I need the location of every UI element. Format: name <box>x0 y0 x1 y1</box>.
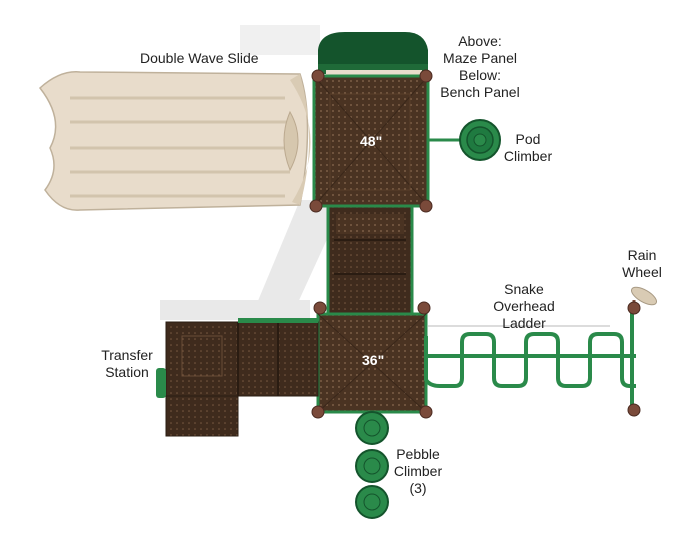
lower-deck-height: 36" <box>362 352 385 368</box>
transfer-station <box>156 318 319 437</box>
label-pebble-line2: Climber <box>393 463 443 479</box>
connecting-stairs <box>326 204 414 316</box>
label-pebble-climber: Pebble Climber (3) <box>387 446 449 497</box>
snake-overhead-ladder <box>424 312 636 410</box>
label-maze-line4: Bench Panel <box>440 84 520 100</box>
label-snake-ladder: Snake Overhead Ladder <box>484 281 564 332</box>
label-maze-line1: Above: <box>458 33 502 49</box>
posts <box>309 69 641 419</box>
label-snake-line2: Overhead <box>493 298 555 314</box>
label-pod-climber: Pod Climber <box>498 131 558 165</box>
label-double-wave-slide: Double Wave Slide <box>140 50 259 66</box>
label-pebble-line1: Pebble <box>396 446 440 462</box>
double-wave-slide <box>38 71 311 211</box>
upper-deck-height: 48" <box>360 133 383 149</box>
label-snake-line1: Snake <box>504 281 544 297</box>
label-transfer-station: Transfer Station <box>94 347 160 381</box>
label-pod-line1: Pod <box>515 131 541 147</box>
label-maze-line2: Maze Panel <box>443 50 517 66</box>
label-rain-line1: Rain <box>627 247 657 263</box>
label-pod-line2: Climber <box>503 148 553 164</box>
ground-shadows <box>160 25 345 320</box>
label-rain-line2: Wheel <box>622 264 662 280</box>
label-rain-wheel: Rain Wheel <box>614 247 670 281</box>
label-transfer-line1: Transfer <box>101 347 153 363</box>
pebble-climbers <box>355 411 389 519</box>
label-maze-panel: Above: Maze Panel Below: Bench Panel <box>432 33 528 101</box>
maze-panel-roof <box>318 32 428 80</box>
label-pebble-line3: (3) <box>409 480 427 496</box>
pod-climber <box>428 119 501 161</box>
upper-deck <box>312 74 430 208</box>
label-transfer-line2: Station <box>105 364 149 380</box>
label-maze-line3: Below: <box>458 67 502 83</box>
label-snake-line3: Ladder <box>502 315 546 331</box>
